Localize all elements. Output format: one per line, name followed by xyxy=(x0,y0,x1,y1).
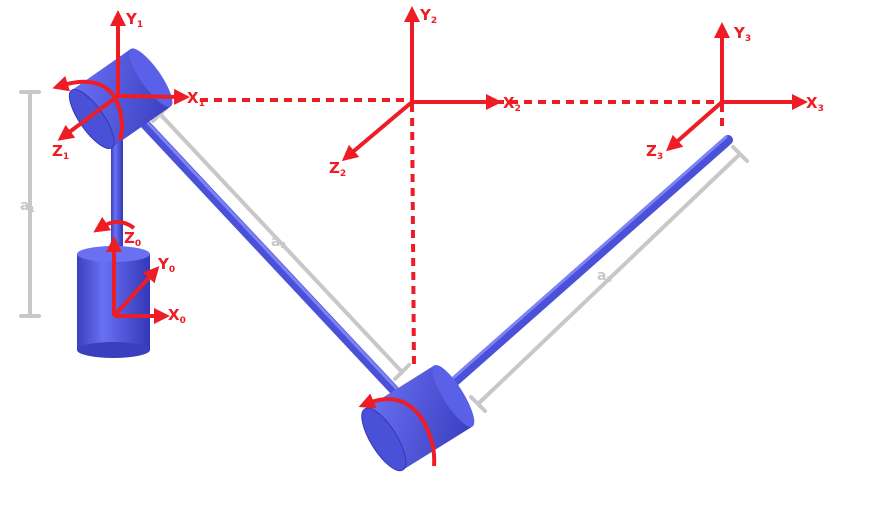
rotation-arcs xyxy=(52,75,437,467)
axis-z0 xyxy=(112,266,160,318)
frame-1 xyxy=(57,10,190,141)
label-a1: a1 xyxy=(20,198,35,214)
dimension-lines xyxy=(19,90,749,413)
dimension-a1 xyxy=(19,90,41,318)
label-y3: Y3 xyxy=(733,24,751,44)
joint2-cylinder xyxy=(361,364,475,472)
label-y1: Y1 xyxy=(125,10,143,30)
link-a3-highlight xyxy=(450,135,728,381)
label-z2: Z2 xyxy=(329,159,346,179)
axis-z3 xyxy=(665,100,724,152)
link-a1 xyxy=(111,140,123,250)
frame-axes xyxy=(57,6,808,324)
frame-3 xyxy=(665,22,808,152)
label-a2: a2 xyxy=(271,234,286,250)
label-y2: Y2 xyxy=(419,6,437,26)
axis-z2 xyxy=(341,100,414,162)
label-x2: X2 xyxy=(503,94,521,114)
dashed-line-frame2-vertical xyxy=(410,103,416,369)
link-a2 xyxy=(125,103,399,395)
dashed-guides xyxy=(200,98,724,369)
frame-2 xyxy=(341,6,502,162)
label-x0: X0 xyxy=(168,306,186,326)
frame-0 xyxy=(106,236,170,324)
axis-x1 xyxy=(117,88,190,105)
rotation-arc-z1 xyxy=(52,75,124,141)
dimension-labels: a1 a2 a3 xyxy=(20,198,612,284)
rotation-arc-joint2 xyxy=(358,393,437,467)
link-a3 xyxy=(449,135,733,387)
label-x1: X1 xyxy=(187,89,205,109)
joint1-cylinder xyxy=(68,48,173,149)
arm-links xyxy=(111,103,733,395)
label-z1: Z1 xyxy=(52,142,69,162)
axis-labels: Y0 X0 Z0 Y1 X1 Z1 Y2 X2 Z2 Y3 X3 Z3 xyxy=(52,6,824,326)
axis-z1 xyxy=(57,94,120,141)
label-x3: X3 xyxy=(806,94,824,114)
rotation-arc-z0 xyxy=(93,216,136,233)
label-a3: a3 xyxy=(597,268,612,284)
label-z0: Z0 xyxy=(124,229,141,249)
dimension-a3 xyxy=(469,145,749,413)
label-z3: Z3 xyxy=(646,142,663,162)
link-a2-highlight xyxy=(130,104,398,390)
label-y0: Y0 xyxy=(157,255,175,275)
